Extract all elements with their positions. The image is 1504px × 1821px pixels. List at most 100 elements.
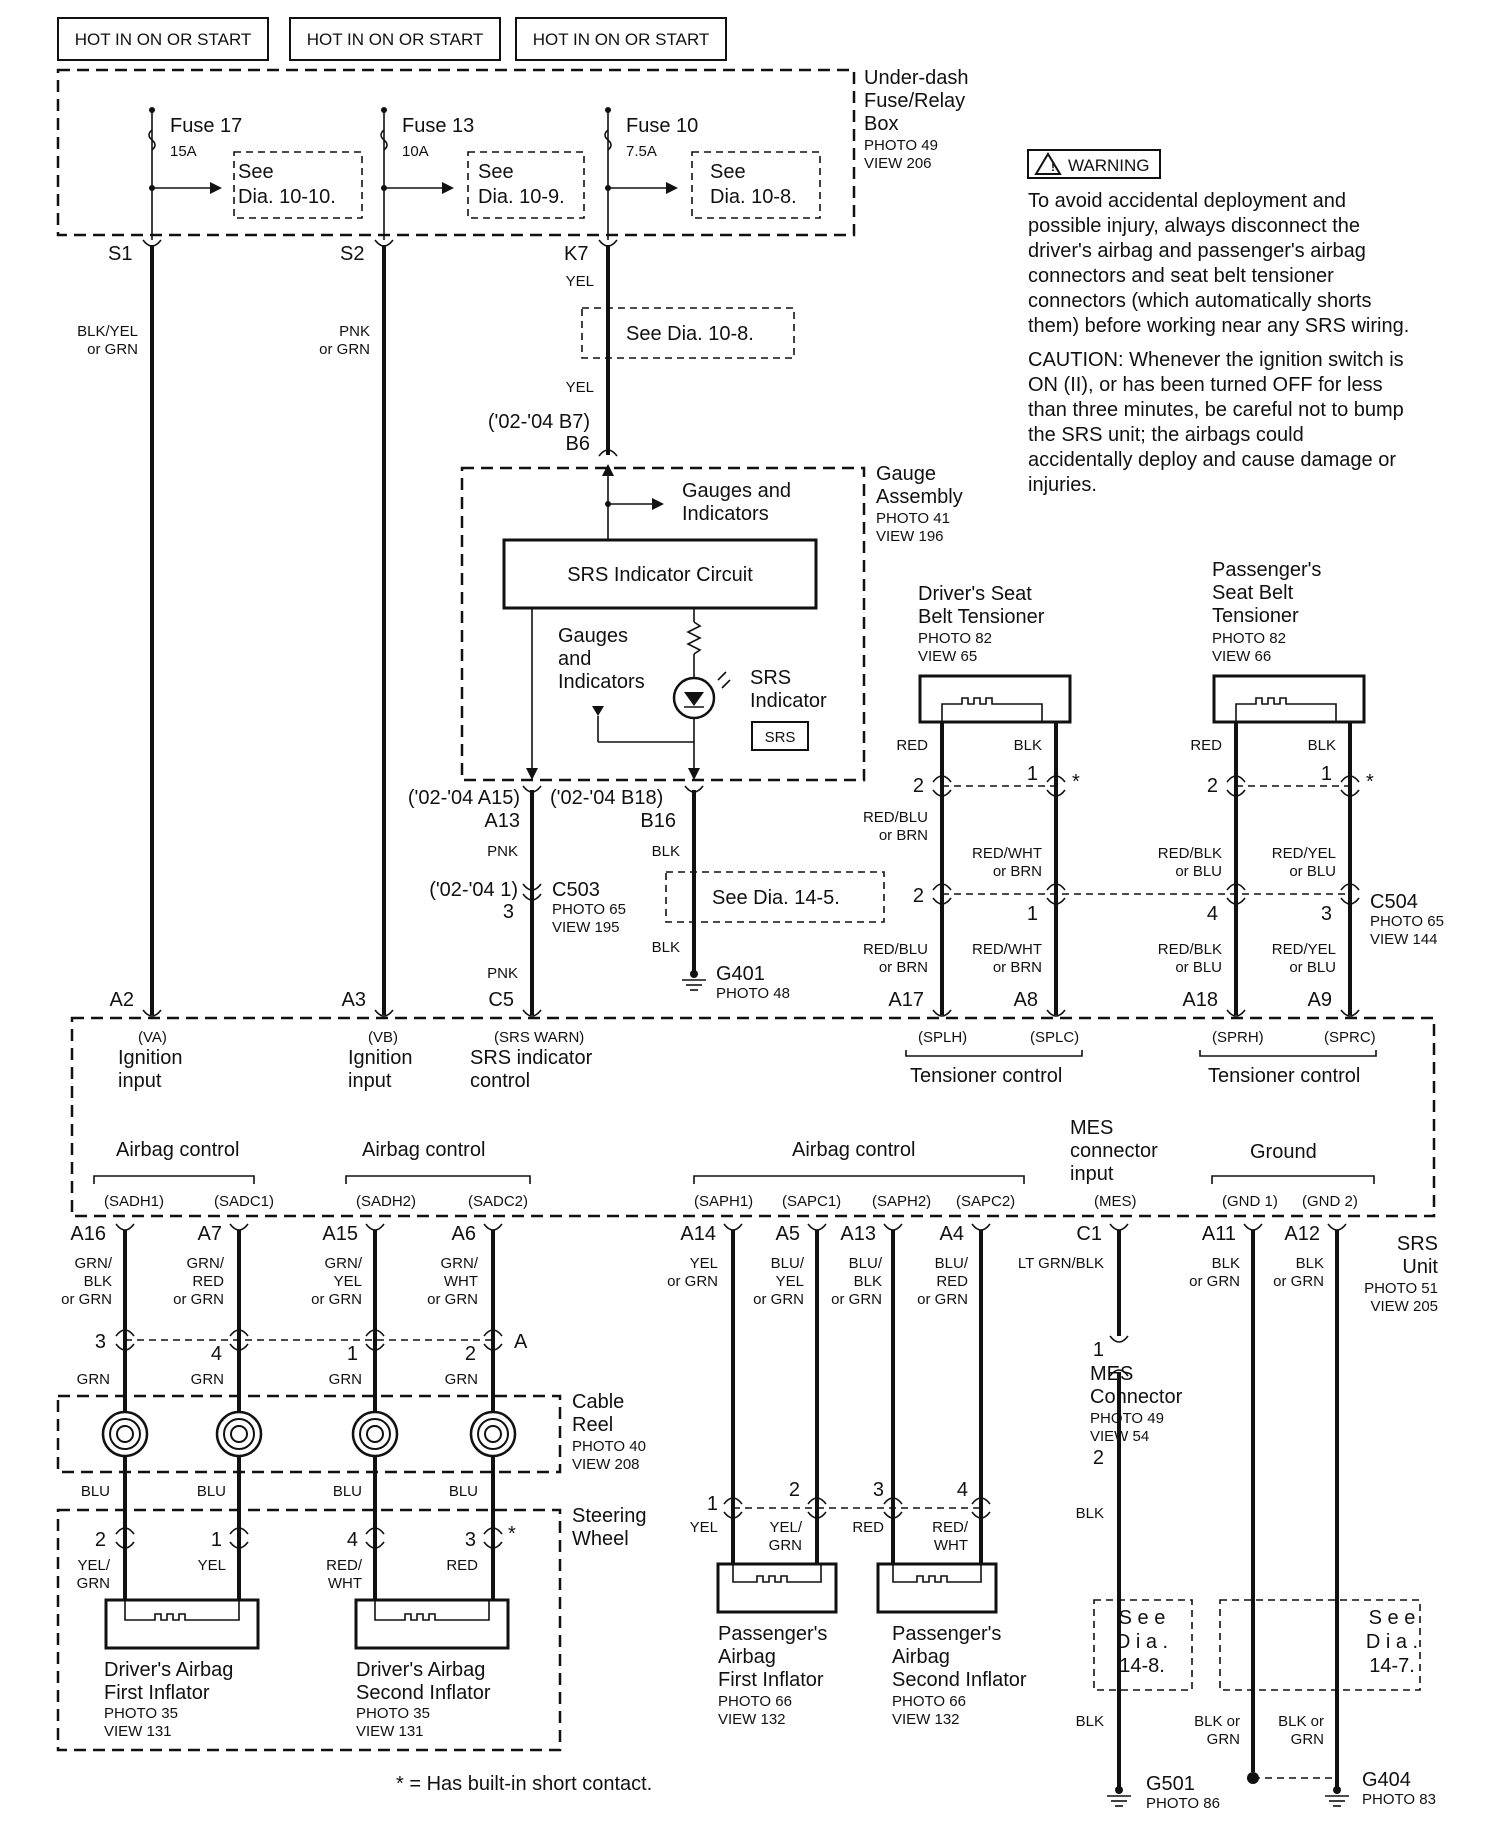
cable-reel-view: VIEW 208 (572, 1456, 640, 1473)
cable-reel-photo: PHOTO 40 (572, 1438, 646, 1455)
srs-sprc: (SPRC) (1324, 1029, 1376, 1046)
pin-a14: A14 (680, 1223, 716, 1245)
conn-a-pin: 4 (211, 1343, 222, 1365)
hot-label-2: HOT IN ON OR START (307, 30, 484, 49)
pin-b6: B6 (566, 433, 590, 455)
pab1-view: VIEW 132 (718, 1711, 786, 1728)
wire-a4: RED (936, 1273, 968, 1290)
seat-belt-tensioners: Driver's Seat Belt Tensioner PHOTO 82 VI… (863, 559, 1444, 1015)
wire-a5: YEL (776, 1273, 804, 1290)
wire-a4: BLU/ (935, 1255, 969, 1272)
hot-box-1 (57, 17, 269, 61)
wire-redyel: RED/YEL (1272, 845, 1336, 862)
pin-a15: A15 (322, 1223, 358, 1245)
see-dia-145: See Dia. 14-5. (712, 887, 840, 909)
mes-input-3: input (1070, 1163, 1114, 1185)
wire-a15: GRN/ (325, 1255, 363, 1272)
gauges-and-2: and (558, 648, 591, 670)
wire-a13: or GRN (831, 1291, 882, 1308)
drv-tensioner-box (918, 674, 1072, 724)
c503-pin: 3 (503, 901, 514, 923)
fuse10-amp: 7.5A (626, 143, 657, 160)
wire-redblu-2-alt: or BRN (879, 959, 928, 976)
pin-a18: A18 (1182, 989, 1218, 1011)
wire-blk-drv: BLK (1014, 737, 1042, 754)
pas-tensioner-box (1212, 674, 1366, 724)
srs-indicator-circuit (502, 538, 818, 610)
warning-line: them) before working near any SRS wiring… (1028, 315, 1409, 337)
pas-tensioner-3: Tensioner (1212, 605, 1299, 627)
mes-pin-1: 1 (1093, 1339, 1104, 1361)
c503-label: C503 (552, 879, 600, 901)
squib-icon (1235, 697, 1337, 722)
arrow-right-icon (652, 498, 664, 510)
wire-red: RED (852, 1519, 884, 1536)
gauges-and-1: Gauges (558, 625, 628, 647)
driver-airbag-first-inflator (104, 1598, 260, 1650)
pab2-photo: PHOTO 66 (892, 1693, 966, 1710)
wire-yel: YEL (690, 1519, 718, 1536)
warning-badge-label: WARNING (1068, 156, 1150, 175)
cable-reel-outline (56, 1394, 562, 1474)
see-dia-147-3: 14-7. (1369, 1655, 1415, 1677)
wire-grn: GRN (77, 1371, 110, 1388)
pin-a8: A8 (1014, 989, 1038, 1011)
pin-a4: A4 (940, 1223, 964, 1245)
sw-pin: 2 (95, 1529, 106, 1551)
srs-sadc2: (SADC2) (468, 1193, 528, 1210)
wire-red: RED (446, 1557, 478, 1574)
wire-a11: or GRN (1189, 1273, 1240, 1290)
warning-line: To avoid accidental deployment and (1028, 190, 1346, 212)
hot-label-1: HOT IN ON OR START (75, 30, 252, 49)
srs-gnd1: (GND 1) (1222, 1193, 1278, 1210)
see-word-3: See (710, 161, 746, 183)
gauges-indicators-2: Indicators (682, 503, 769, 525)
fuse17-amp: 15A (170, 143, 197, 160)
svg-text:!: ! (1051, 160, 1055, 174)
wire-blkgrn-1b: GRN (1207, 1731, 1240, 1748)
dab2-title-2: Second Inflator (356, 1682, 491, 1704)
see-dia-147-2: D i a . (1366, 1631, 1418, 1653)
wire-blk-g501: BLK (1076, 1713, 1104, 1730)
ground-label: Ground (1250, 1141, 1317, 1163)
warning-block: ! WARNING To avoid accidental deployment… (1027, 149, 1409, 496)
sw-pin: 3 (465, 1529, 476, 1551)
drv-tensioner-2: Belt Tensioner (918, 606, 1045, 628)
light-rays-icon (717, 671, 731, 689)
srs-sadc1: (SADC1) (214, 1193, 274, 1210)
srs-sapc1: (SAPC1) (782, 1193, 841, 1210)
dab2-view: VIEW 131 (356, 1723, 424, 1740)
wire-blkgrn-2: BLK or (1278, 1713, 1324, 1730)
short-contact-star: * (1366, 771, 1374, 793)
wire-blkyel-alt: or GRN (87, 341, 138, 358)
hot-box-3 (515, 17, 727, 61)
wire-blk-g401: BLK (652, 939, 680, 956)
c504-pin: 2 (913, 885, 924, 907)
caution-line: accidentally deploy and cause damage or (1028, 449, 1396, 471)
wire-redwht: RED/ (932, 1519, 969, 1536)
see-dia-148-box (1093, 1599, 1193, 1691)
c503-alt: ('02-'04 1) (429, 879, 518, 901)
see-dia-1010: Dia. 10-10. (238, 186, 336, 208)
see-word-2: See (478, 161, 514, 183)
tensioner-control-1: Tensioner control (910, 1065, 1062, 1087)
fuse17-label: Fuse 17 (170, 115, 242, 137)
hot-box-2 (289, 17, 501, 61)
see-dia-148-3: 14-8. (1119, 1655, 1165, 1677)
dab2-title-1: Driver's Airbag (356, 1659, 485, 1681)
g401-label: G401 (716, 963, 765, 985)
fuse13-label: Fuse 13 (402, 115, 474, 137)
wire-redblu-2: RED/BLU (863, 941, 928, 958)
pin-a12: A12 (1284, 1223, 1320, 1245)
dab2-photo: PHOTO 35 (356, 1705, 430, 1722)
squib-icon (892, 1564, 982, 1583)
wire-blk-b16: BLK (652, 843, 680, 860)
see-dia-108: Dia. 10-8. (710, 186, 797, 208)
caution-line: ON (II), or has been turned OFF for less (1028, 374, 1383, 396)
pin-a9: A9 (1308, 989, 1332, 1011)
see-dia-147-box (1219, 1599, 1421, 1691)
mes-input-2: connector (1070, 1140, 1158, 1162)
c504-pin: 1 (1027, 903, 1038, 925)
wire-a6: or GRN (427, 1291, 478, 1308)
sw-pin: 4 (347, 1529, 358, 1551)
